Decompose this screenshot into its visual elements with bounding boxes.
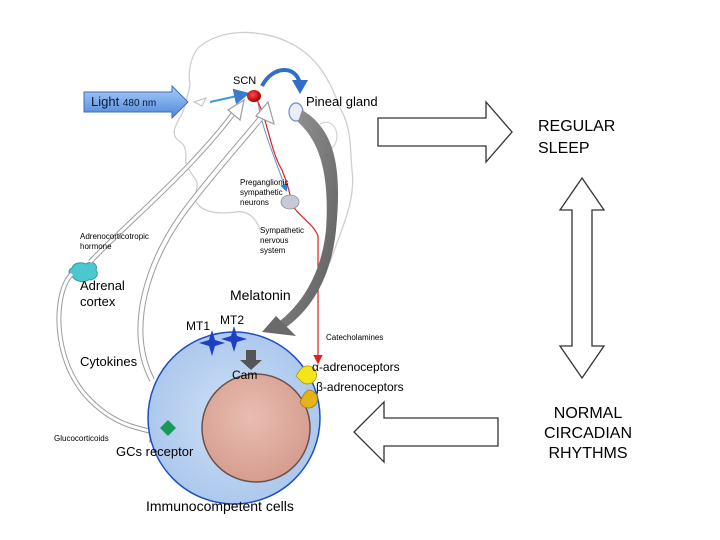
to-regular-sleep-arrow xyxy=(377,100,513,164)
double-vertical-arrow xyxy=(558,176,606,380)
cytokines-label: Cytokines xyxy=(80,354,138,369)
alpha-receptor xyxy=(295,365,317,385)
scn-label: SCN xyxy=(233,75,257,87)
cell-nucleus xyxy=(201,373,311,483)
scn-to-pineal-arrow xyxy=(260,68,302,88)
gcs-receptor-label: GCs receptor xyxy=(116,444,194,459)
normal-circadian-label: NORMAL CIRCADIAN RHYTHMS xyxy=(543,405,632,462)
preganglionic-node xyxy=(280,194,300,210)
pineal-to-preganglionic-line xyxy=(257,101,288,192)
from-circadian-arrow xyxy=(353,400,499,464)
mt2-label: MT2 xyxy=(220,313,244,327)
gcs-receptor xyxy=(160,420,176,436)
eye-outline xyxy=(192,97,207,107)
cam-arrow xyxy=(240,350,262,370)
glucocorticoids-label: Glucocorticoids xyxy=(54,434,109,443)
catecholamines-label: Catecholamines xyxy=(326,333,384,342)
acth-arrowhead xyxy=(226,98,245,122)
acth-label: Adrenocorticotropic hormone xyxy=(80,232,149,251)
melatonin-arrowhead xyxy=(262,316,296,336)
sympathetic-red-path xyxy=(255,97,323,365)
melatonin-label: Melatonin xyxy=(230,287,291,303)
scn-to-pineal-arrowhead xyxy=(292,80,308,94)
cam-label: Cam xyxy=(232,368,258,382)
mt1-label: MT1 xyxy=(186,319,210,333)
mt1-receptor xyxy=(199,330,225,356)
mt2-receptor xyxy=(221,326,247,352)
regular-sleep-label: REGULAR SLEEP xyxy=(538,118,616,157)
alpha-label: α-adrenoceptors xyxy=(312,360,400,374)
cytokines-arrowhead xyxy=(255,100,275,126)
beta-label: β-adrenoceptors xyxy=(316,380,404,394)
melatonin-arrow xyxy=(276,110,339,330)
light-arrow xyxy=(83,84,189,120)
light-to-scn-arrow xyxy=(209,88,250,105)
beta-receptor xyxy=(299,389,318,409)
light-label: Light 480 nm xyxy=(91,94,157,109)
sympathetic-label: Sympathetic nervous system xyxy=(260,226,305,255)
immunocompetent-label: Immunocompetent cells xyxy=(146,498,294,514)
scn-node xyxy=(247,90,261,102)
preganglionic-label: Preganglionic sympathetic neurons xyxy=(240,178,289,207)
pineal-gland-label: Pineal gland xyxy=(306,94,378,109)
adrenal-cortex-label: Adrenal cortex xyxy=(80,278,125,309)
